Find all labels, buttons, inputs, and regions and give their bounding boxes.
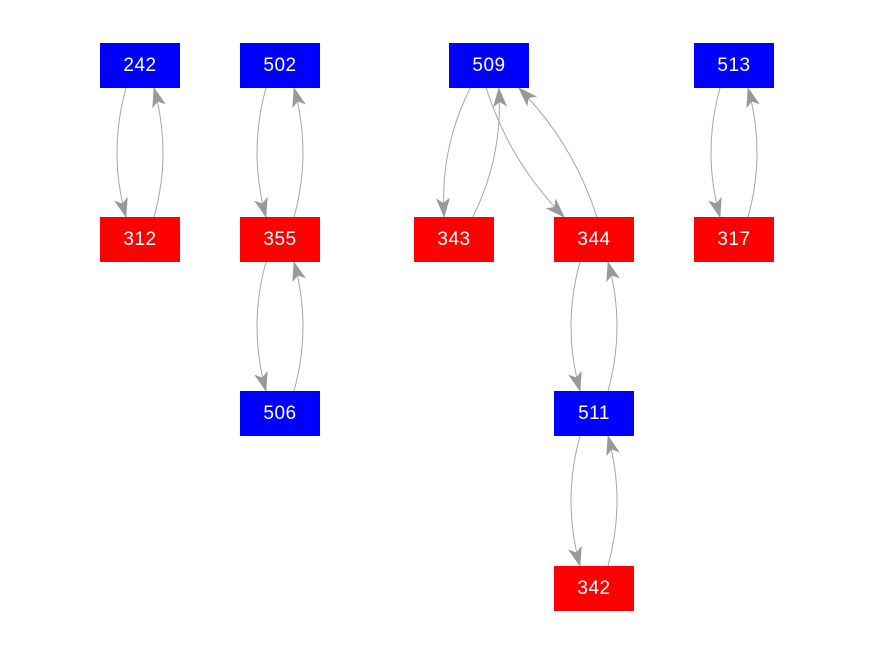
node-label: 355 <box>263 228 297 250</box>
edge-344-to-509 <box>518 87 598 218</box>
node-317[interactable]: 317 <box>694 217 774 262</box>
node-509[interactable]: 509 <box>449 43 529 88</box>
edge-242-to-312 <box>114 87 128 218</box>
node-label: 312 <box>123 228 157 250</box>
edge-317-to-513 <box>746 87 760 218</box>
node-506[interactable]: 506 <box>240 391 320 436</box>
node-344[interactable]: 344 <box>554 217 634 262</box>
edge-502-to-355 <box>254 87 268 218</box>
node-label: 502 <box>263 54 297 76</box>
node-label: 344 <box>577 228 611 250</box>
edge-511-to-344 <box>606 261 620 392</box>
node-355[interactable]: 355 <box>240 217 320 262</box>
node-label: 513 <box>717 54 751 76</box>
node-502[interactable]: 502 <box>240 43 320 88</box>
node-label: 511 <box>578 402 610 424</box>
edge-509-to-343 <box>435 87 471 218</box>
node-242[interactable]: 242 <box>100 43 180 88</box>
edge-342-to-511 <box>606 435 620 567</box>
edge-506-to-355 <box>292 261 306 392</box>
node-312[interactable]: 312 <box>100 217 180 262</box>
node-label: 509 <box>472 54 506 76</box>
edge-343-to-509 <box>472 87 508 218</box>
node-label: 343 <box>437 228 471 250</box>
edge-312-to-242 <box>152 87 166 218</box>
edge-511-to-342 <box>568 435 582 567</box>
node-342[interactable]: 342 <box>554 566 634 611</box>
edge-344-to-511 <box>568 261 582 392</box>
node-label: 342 <box>577 577 611 599</box>
node-513[interactable]: 513 <box>694 43 774 88</box>
edge-355-to-506 <box>254 261 268 392</box>
node-label: 242 <box>123 54 157 76</box>
edge-509-to-344 <box>485 87 565 218</box>
node-label: 317 <box>717 228 751 250</box>
node-511[interactable]: 511 <box>554 391 634 436</box>
node-343[interactable]: 343 <box>414 217 494 262</box>
edge-513-to-317 <box>708 87 722 218</box>
edge-355-to-502 <box>292 87 306 218</box>
node-label: 506 <box>263 402 297 424</box>
